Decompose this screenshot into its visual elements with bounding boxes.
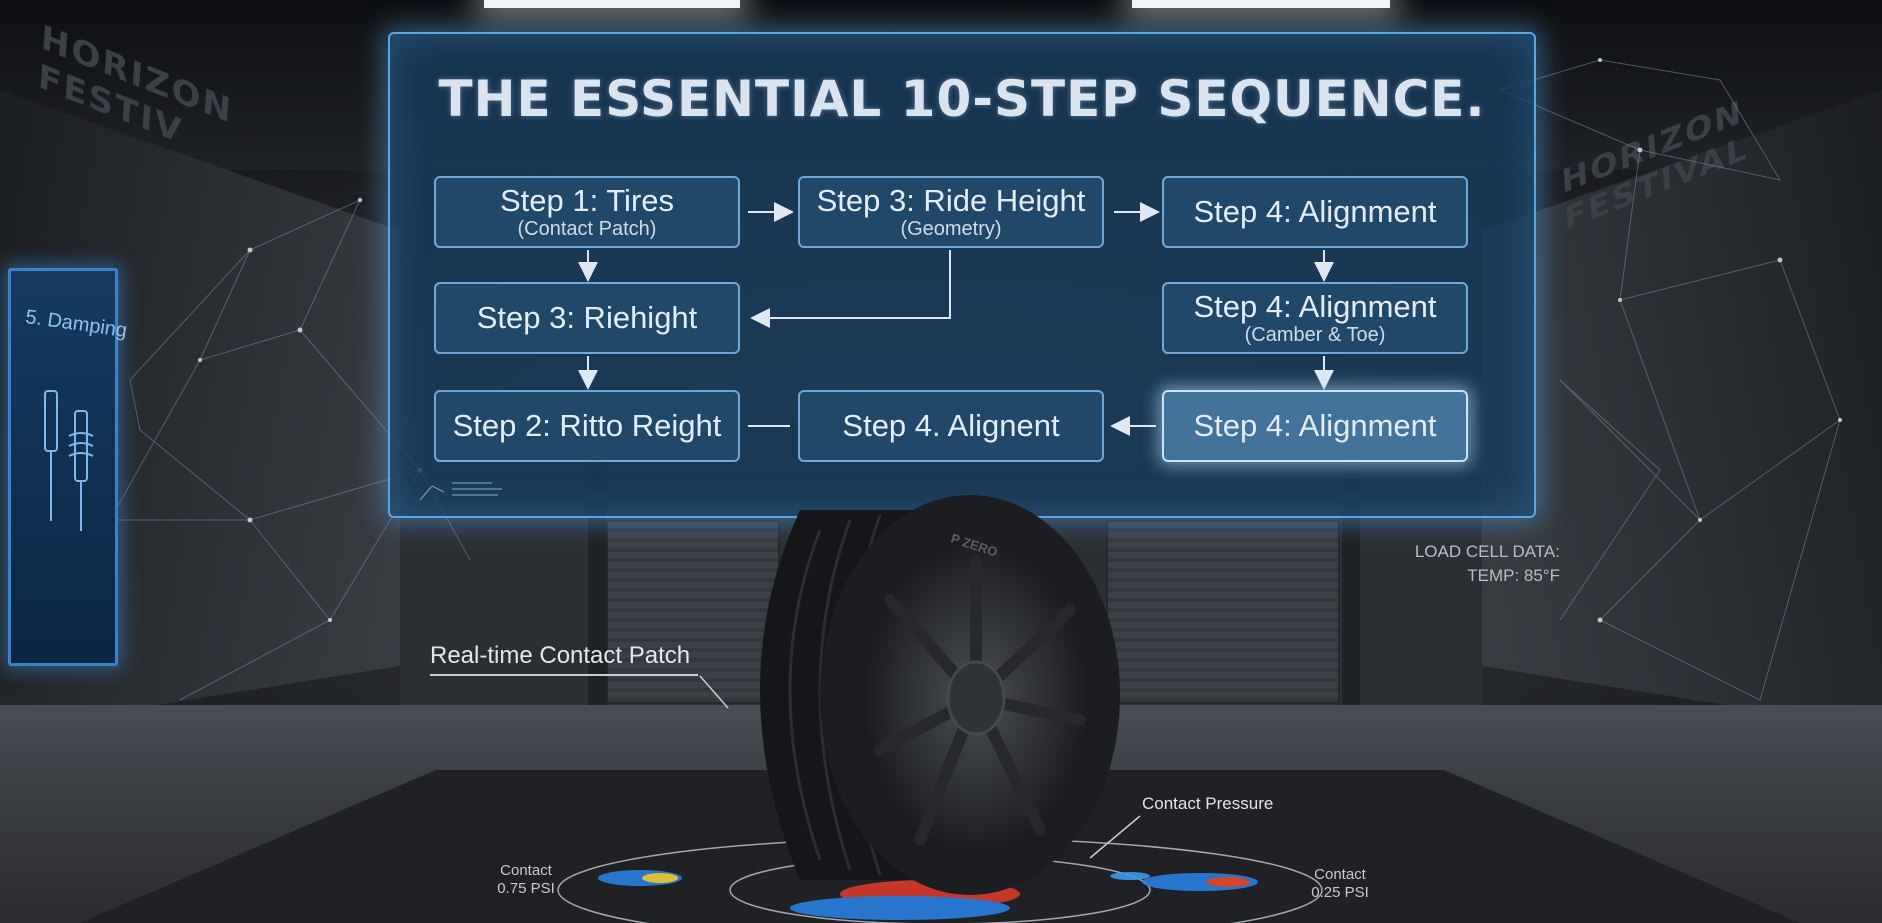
- step-label: Step 2: Ritto Reight: [452, 408, 722, 443]
- step-box-riehight[interactable]: Step 3: Riehight: [434, 282, 740, 354]
- ceiling-light-right: [1132, 0, 1390, 8]
- step-label: Step 4. Alignent: [842, 408, 1060, 443]
- flow-arrows: [578, 202, 1334, 436]
- damping-display: 5. Damping: [8, 268, 128, 666]
- load-cell-readout: LOAD CELL DATA: TEMP: 85°F: [1390, 540, 1560, 588]
- damping-display-title: 5. Damping: [24, 305, 129, 343]
- tire-wheel-icon: P ZERO: [760, 495, 1120, 895]
- step-label: Step 3: Riehight: [476, 300, 698, 335]
- realtime-contact-label: Real-time Contact Patch: [430, 642, 691, 669]
- step-label: Step 4: Alignment: [1193, 194, 1437, 229]
- step-box-alignment-active[interactable]: Step 4: Alignment: [1162, 390, 1468, 462]
- right-contact-label: Contact: [1314, 866, 1366, 883]
- garage-shutter: [1106, 520, 1340, 704]
- load-cell-temp: TEMP: 85°F: [1467, 566, 1560, 585]
- step-box-tires[interactable]: Step 1: Tires (Contact Patch): [434, 176, 740, 248]
- contact-pressure-label: Contact Pressure: [1142, 794, 1274, 813]
- sequence-panel: THE ESSENTIAL 10-STEP SEQUENCE. Step 1:: [388, 32, 1536, 518]
- garage-shutter: [606, 520, 780, 704]
- left-contact-label: Contact: [500, 862, 552, 879]
- step-box-alignment[interactable]: Step 4: Alignment: [1162, 176, 1468, 248]
- right-contact-value: 0.25 PSI: [1311, 884, 1369, 901]
- step-box-camber-toe[interactable]: Step 4: Alignment (Camber & Toe): [1162, 282, 1468, 354]
- mini-chart-icon: [419, 482, 502, 501]
- step-sublabel: (Contact Patch): [517, 218, 657, 240]
- left-contact-value: 0.75 PSI: [497, 880, 555, 897]
- shock-absorber-icon: [44, 390, 94, 531]
- step-label: Step 3: Ride Height: [816, 183, 1086, 218]
- step-box-ride-height[interactable]: Step 3: Ride Height (Geometry): [798, 176, 1104, 248]
- step-label: Step 4: Alignment: [1193, 289, 1437, 324]
- step-sublabel: (Geometry): [900, 218, 1002, 240]
- step-label: Step 1: Tires: [499, 183, 675, 218]
- step-label: Step 4: Alignment: [1193, 408, 1437, 443]
- panel-title: THE ESSENTIAL 10-STEP SEQUENCE.: [438, 70, 1486, 128]
- left-contact-readout: Contact 0.75 PSI: [496, 862, 556, 898]
- step-box-ritto-reight[interactable]: Step 2: Ritto Reight: [434, 390, 740, 462]
- step-sublabel: (Camber & Toe): [1244, 324, 1386, 346]
- right-contact-readout: Contact 0.25 PSI: [1308, 866, 1372, 902]
- realtime-contact-underline: [430, 674, 698, 676]
- load-cell-label: LOAD CELL DATA:: [1414, 542, 1560, 561]
- step-box-alignent[interactable]: Step 4. Alignent: [798, 390, 1104, 462]
- ceiling-light-left: [484, 0, 740, 8]
